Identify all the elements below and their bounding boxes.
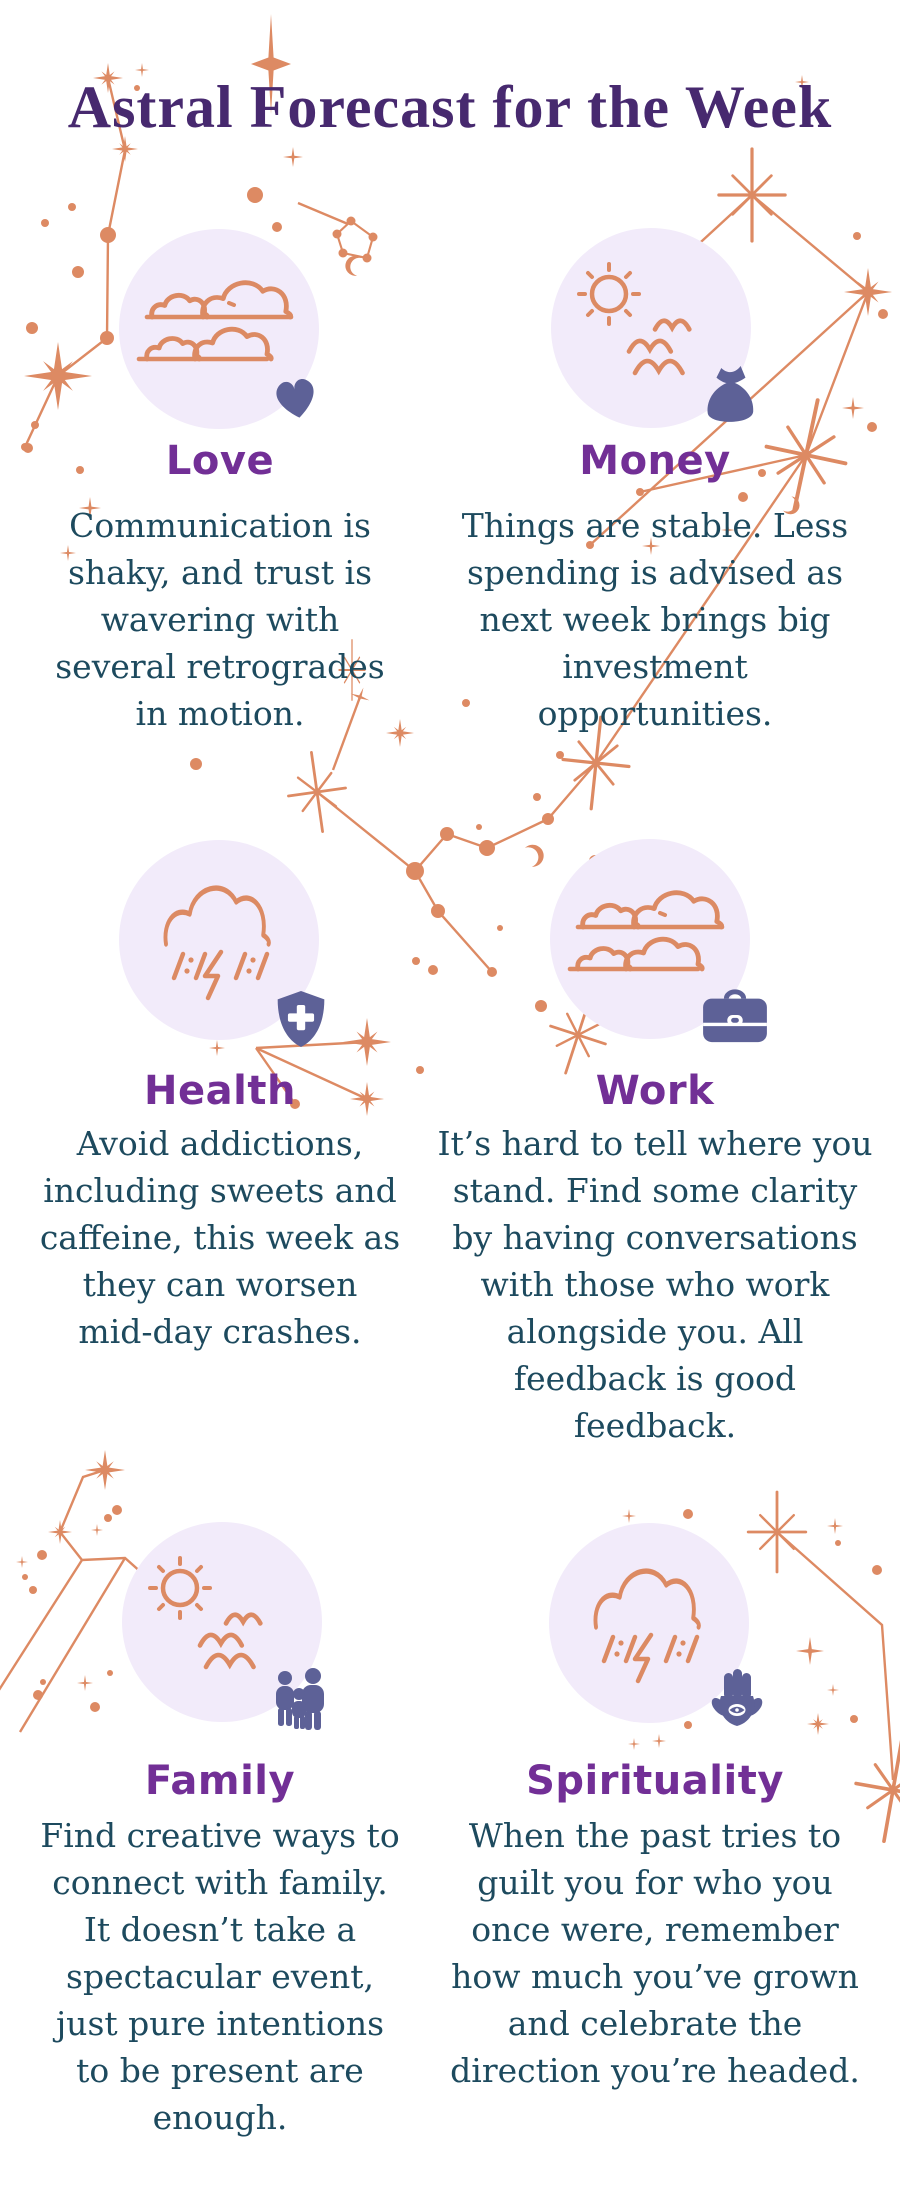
section-body-love: Communication is shaky, and trust is wav… [55,506,385,733]
page-title: Astral Forecast for the Week [67,74,833,140]
section-title-love: Love [165,438,275,484]
section-title-spirituality: Spirituality [526,1758,784,1804]
heart-icon [274,377,318,421]
spirituality-weather-circle [549,1523,749,1723]
constellation-dots [21,85,888,1729]
section-body-family: Find creative ways to connect with famil… [40,1816,400,2137]
section-title-family: Family [144,1758,296,1804]
section-body-health: Avoid addictions, including sweets and c… [39,1124,401,1351]
section-body-money: Things are stable. Less spending is advi… [461,506,849,733]
money-bag-icon [707,366,754,422]
section-title-work: Work [595,1068,715,1114]
section-body-spirituality: When the past tries to guilt you for who… [450,1816,860,2090]
section-title-health: Health [144,1068,296,1114]
section-body-work: It’s hard to tell where you stand. Find … [437,1124,873,1445]
hamsa-icon [711,1669,763,1726]
section-title-money: Money [579,438,731,484]
family-icon [276,1668,324,1730]
shield-cross-icon [277,991,325,1047]
briefcase-icon [701,986,769,1044]
